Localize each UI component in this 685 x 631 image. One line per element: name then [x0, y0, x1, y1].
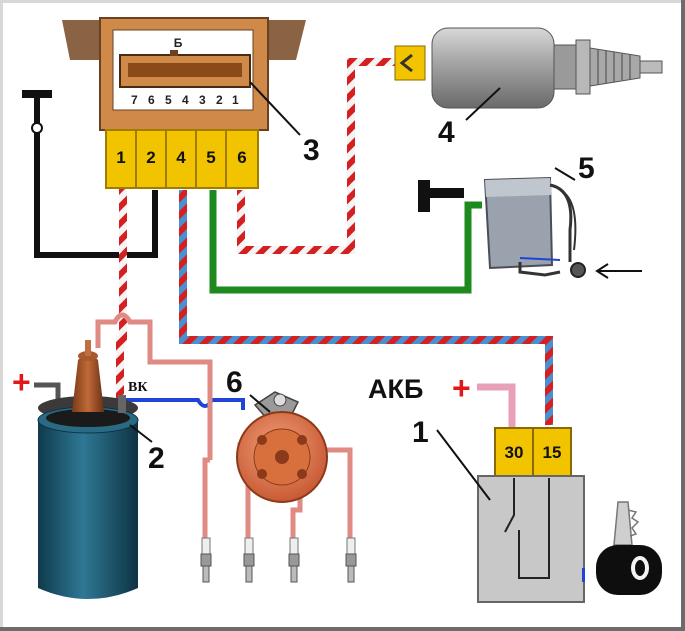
wire-pink-battery [477, 383, 516, 428]
connector-pin-label: 2 [146, 148, 155, 167]
chip-pin-label: 1 [232, 93, 239, 107]
chip-letter: Б [174, 36, 183, 50]
label-ignition-lock: 1 [412, 416, 429, 449]
spark-plug-icon [345, 537, 357, 583]
ignition-coil: + [12, 340, 153, 599]
chip-pin-labels: 7 6 5 4 3 2 1 [131, 93, 239, 107]
arrow-left-icon [595, 263, 642, 279]
wire-green-switch [209, 190, 482, 294]
spark-plug-icon [200, 537, 212, 583]
frame-left-edge [0, 0, 3, 631]
throttle-switch [418, 167, 642, 279]
frame-right-edge [681, 0, 685, 631]
wire-black-ground [22, 90, 158, 258]
switch-pin-label: 15 [543, 443, 562, 462]
spark-plug-icon [243, 537, 255, 583]
ignition-lock: АКБ + 30 15 [368, 370, 585, 603]
chip-pin-label: 4 [182, 93, 189, 107]
connector-pin-label: 5 [206, 148, 215, 167]
label-switch-unit: 3 [303, 134, 320, 167]
chip-pin-label: 2 [216, 93, 223, 107]
coil-polarity-sign: + [12, 364, 31, 400]
connector-pin-label: 4 [176, 148, 186, 167]
solenoid-valve [394, 27, 663, 121]
spark-plug-icon [288, 537, 300, 583]
chip-pin-label: 3 [199, 93, 206, 107]
frame-bottom-edge [0, 627, 685, 631]
frame-top-edge [0, 0, 685, 3]
battery-polarity-sign: + [452, 370, 471, 406]
battery-label: АКБ [368, 374, 423, 404]
label-distributor: 6 [226, 366, 243, 399]
wire-red-white-valve [237, 58, 395, 254]
key-icon [596, 501, 662, 595]
connector-pin-labels: 1 2 4 5 6 [116, 148, 246, 167]
connector-pin-label: 1 [116, 148, 125, 167]
coil-terminal-label: ВК [128, 380, 148, 395]
chip-pin-label: 6 [148, 93, 155, 107]
chip-pin-label: 7 [131, 93, 138, 107]
label-solenoid-valve: 4 [438, 116, 455, 149]
distributor [236, 391, 328, 503]
wire-red-blue-lock [179, 190, 553, 425]
label-throttle-switch: 5 [578, 152, 595, 185]
switch-unit: Б 7 6 5 4 3 2 1 1 2 4 5 6 [62, 17, 306, 189]
wire-blue-coil-distributor [126, 398, 245, 410]
switch-pin-label: 30 [505, 443, 524, 462]
label-ignition-coil: 2 [148, 442, 165, 475]
wire-red-white-coil [116, 188, 127, 400]
connector-pin-label: 6 [237, 148, 246, 167]
chip-pin-label: 5 [165, 93, 172, 107]
